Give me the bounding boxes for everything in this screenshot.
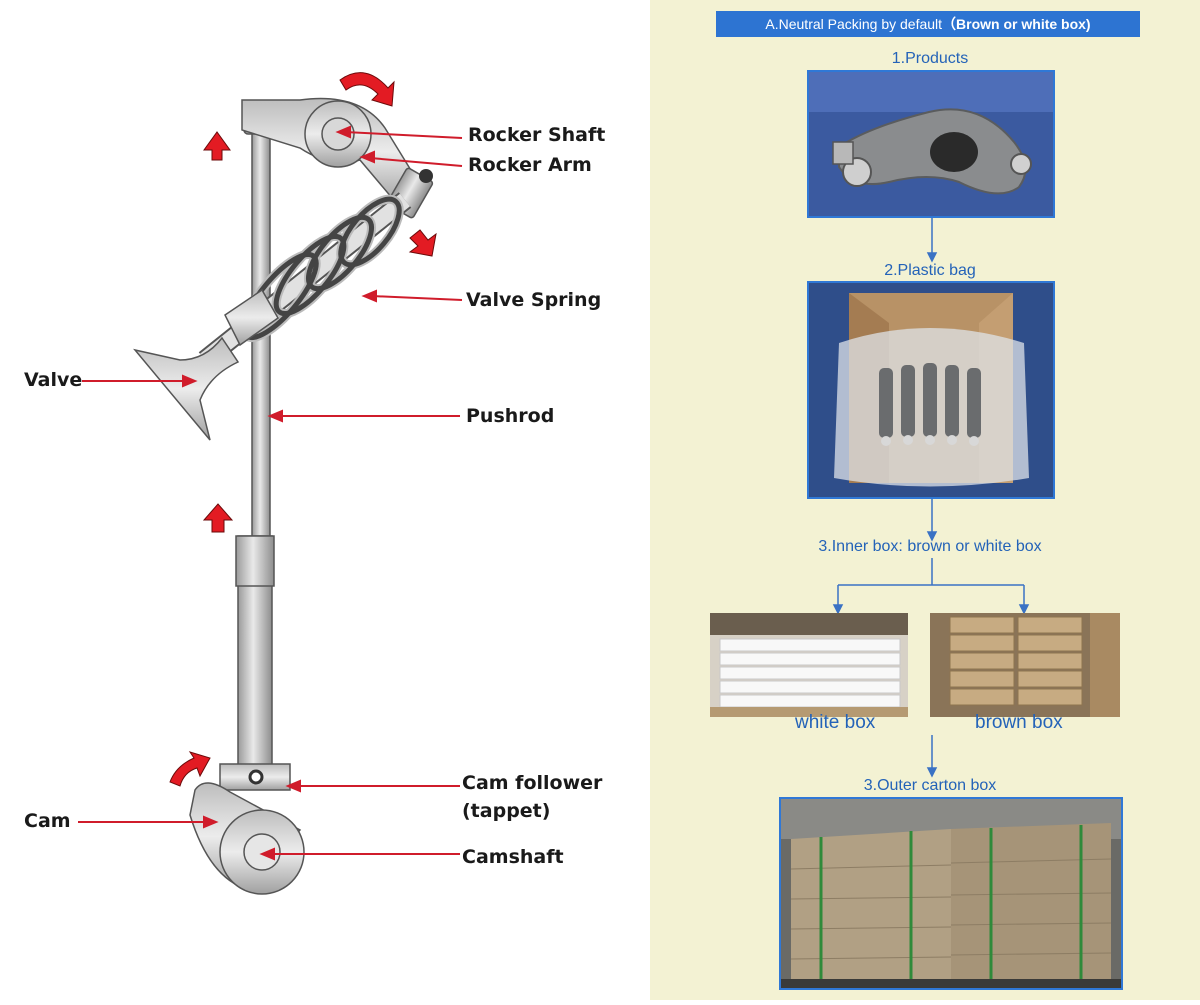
valve-guide [224,288,279,347]
photo-plastic-bag [807,281,1055,499]
label-rocker-arm: Rocker Arm [468,154,592,176]
packing-flow-panel: A.Neutral Packing by default（Brown or wh… [650,0,1200,1000]
banner-prefix: A.Neutral Packing by default [765,16,943,32]
photo-outer-carton [779,797,1123,990]
brown-box-image [930,613,1120,717]
step-products: 1.Products [891,50,969,67]
packing-banner: A.Neutral Packing by default（Brown or wh… [716,11,1140,37]
label-camshaft: Camshaft [462,846,564,868]
up-arrow-mid [202,503,234,533]
rocker-arm-product-image [809,72,1053,216]
label-cam-follower: Cam follower [462,772,603,794]
motion-arrows [169,72,437,787]
white-box-image [710,613,908,717]
curved-arrow-top [339,72,395,107]
valve-spring [239,194,404,342]
curved-arrow-cam [169,751,211,787]
label-valve: Valve [24,369,83,391]
label-rocker-shaft: Rocker Shaft [468,124,606,146]
leader-lines [78,125,463,861]
photo-products [807,70,1055,218]
flow-connectors [832,217,1030,778]
label-tappet: (tappet) [462,800,551,822]
step-inner-box: 3.Inner box: brown or white box [818,538,1042,555]
down-arrow-right [408,229,437,257]
label-valve-spring: Valve Spring [466,289,602,311]
valve-head [133,336,240,441]
step-plastic-bag: 2.Plastic bag [884,262,976,279]
pushrod-collar [235,535,275,587]
valve-train-illustration [78,72,463,895]
plastic-bag-image [809,283,1053,497]
label-pushrod: Pushrod [466,405,555,427]
up-arrow-top [203,131,231,161]
banner-bold: （Brown or white box) [942,16,1091,32]
label-cam: Cam [24,810,71,832]
photo-brown-box [930,613,1120,717]
step-outer-carton: 3.Outer carton box [863,777,997,794]
valve-train-diagram: Rocker Shaft Rocker Arm Valve Spring Val… [24,72,606,895]
photo-white-box [710,613,908,717]
outer-carton-image [781,799,1121,988]
caption-white-box: white box [795,712,876,733]
caption-brown-box: brown box [975,712,1063,733]
